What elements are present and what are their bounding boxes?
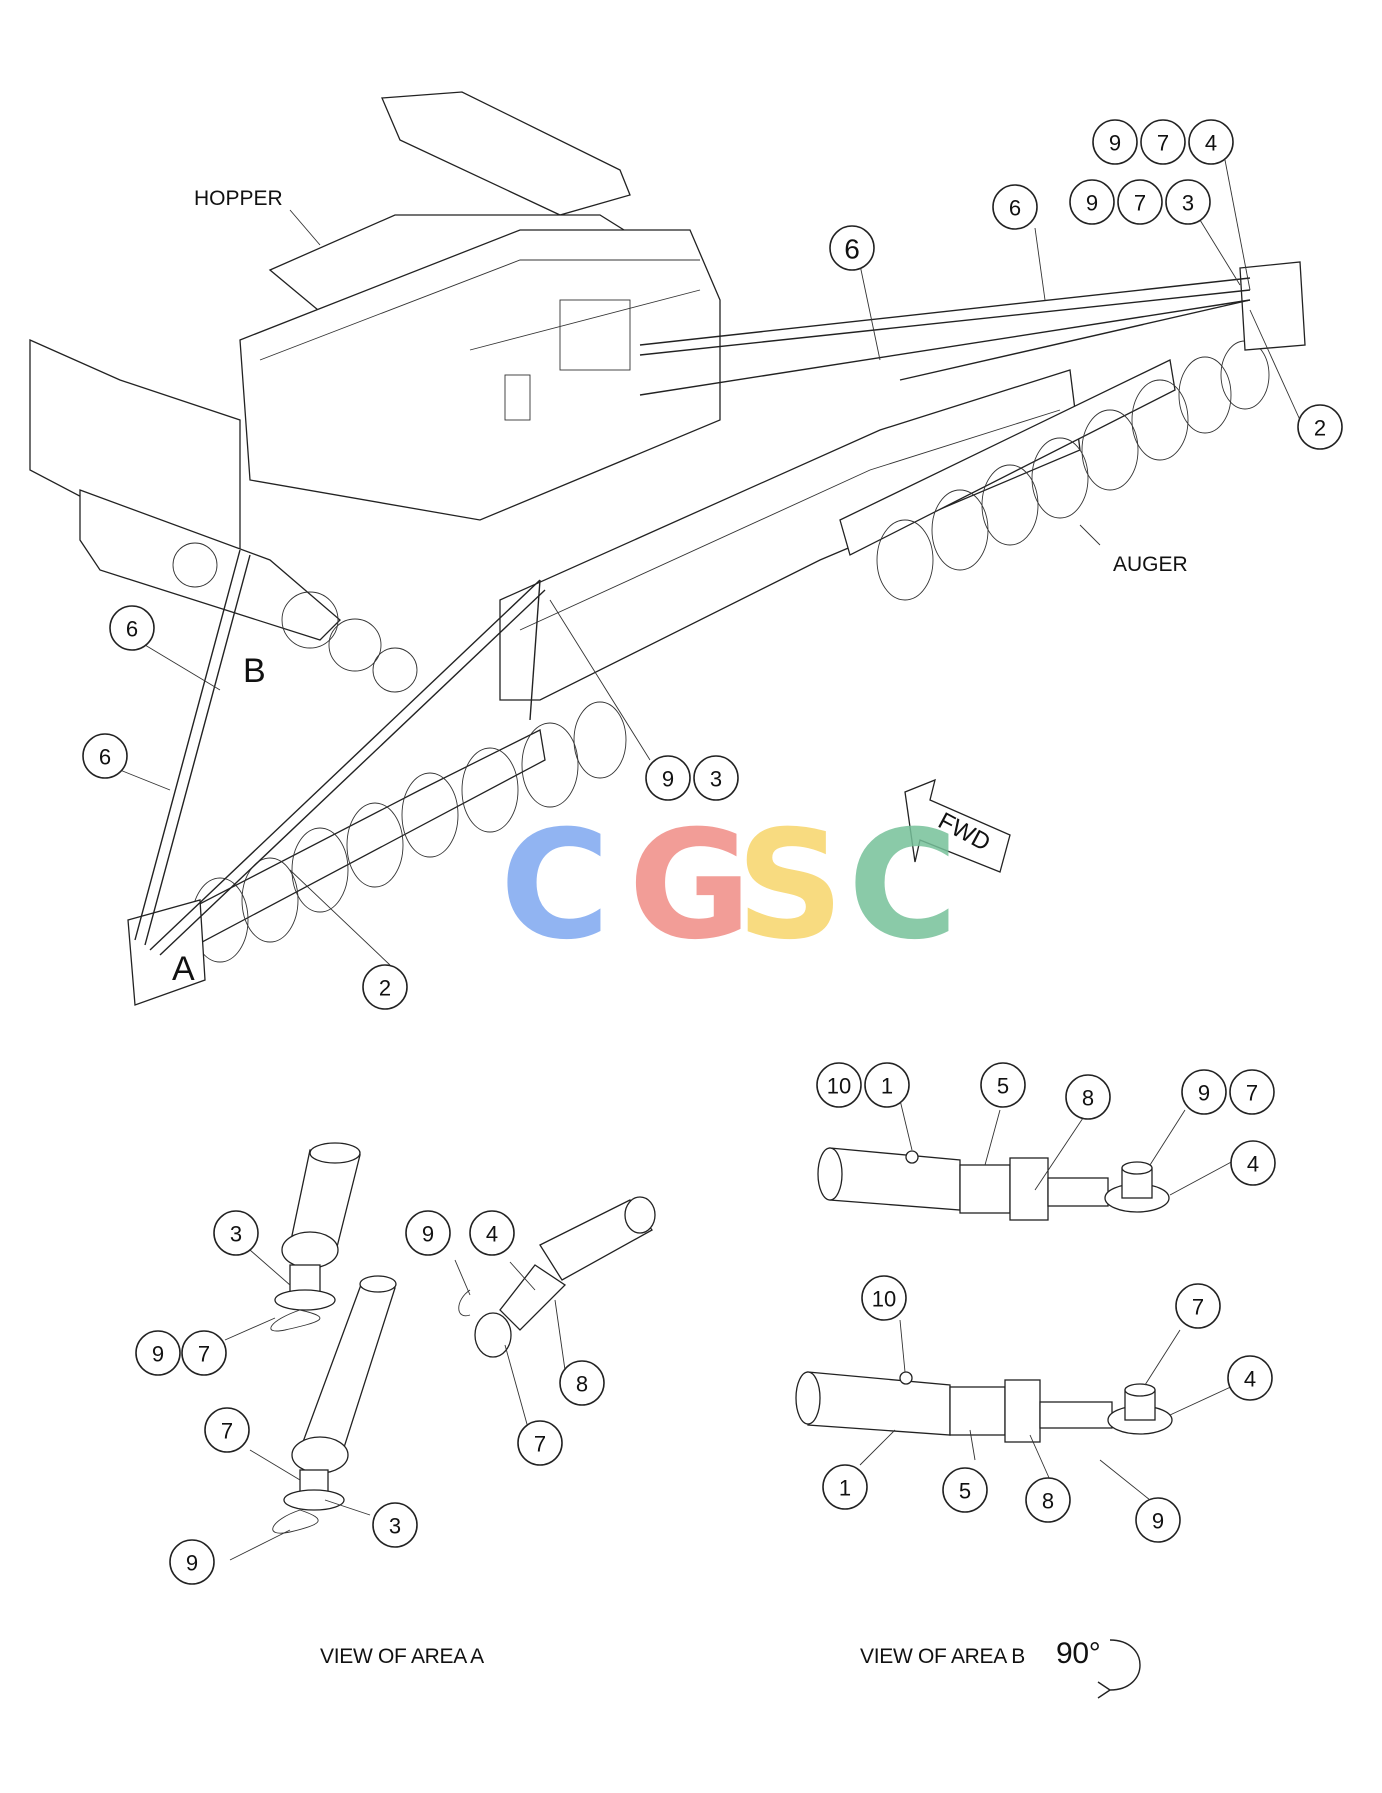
callout-circle [1140, 119, 1186, 165]
callout-number-view-b-bottom: 4 [1244, 1367, 1256, 1392]
callout-number-main: 2 [379, 976, 391, 1001]
callout-circle [82, 733, 128, 779]
callout-number-main: 9 [1109, 131, 1121, 156]
callout-bubbles: 9 7 4 9 7 3 6 6 2 6 6 9 3 2 3 9 7 9 4 8 7 7 3 9 10 1 5 8 9 7 4 10 7 4 1 5 8 9 [82, 119, 1343, 1585]
callout-number-main: 6 [844, 234, 860, 265]
callout-number-main: 9 [1086, 191, 1098, 216]
callout-circle [1135, 1497, 1181, 1543]
callout-circle [829, 225, 875, 271]
view-b-drawing [795, 1147, 1173, 1699]
callout-number-main: 6 [99, 745, 111, 770]
callout-circle [1117, 179, 1163, 225]
watermark-letter-g: G [628, 799, 751, 973]
callout-circle [405, 1210, 451, 1256]
callout-circle [135, 1330, 181, 1376]
watermark-letter-c2: C [848, 799, 958, 973]
callout-number-main: 3 [1182, 191, 1194, 216]
watermark-letter-s: S [736, 799, 844, 973]
watermark-letter-c1: C [500, 799, 610, 973]
area-a-label: A [172, 950, 195, 988]
callout-circle [362, 964, 408, 1010]
auger-label: AUGER [1113, 553, 1188, 576]
area-b-label: B [243, 652, 266, 690]
callout-number-main: 2 [1314, 416, 1326, 441]
callout-circle [1297, 404, 1343, 450]
callout-circle [861, 1275, 907, 1321]
callout-number-view-b-bottom: 5 [959, 1479, 971, 1504]
callout-circle [213, 1210, 259, 1256]
rotation-caption: 90° [1056, 1637, 1101, 1670]
callout-circle [1025, 1477, 1071, 1523]
callout-number-view-b-bottom: 1 [839, 1476, 851, 1501]
callout-circle [1065, 1074, 1111, 1120]
callout-number-view-b-bottom: 7 [1192, 1295, 1204, 1320]
machine-assembly: FWD [29, 91, 1306, 1006]
rotate-arrow-icon [1097, 1639, 1141, 1699]
callout-circle [864, 1062, 910, 1108]
callout-number-main: 7 [1134, 191, 1146, 216]
callout-circle [181, 1330, 227, 1376]
callout-number-view-b-bottom: 10 [872, 1287, 896, 1312]
callout-number-view-b-top: 9 [1198, 1081, 1210, 1106]
callout-circle [1165, 179, 1211, 225]
callout-circle [1227, 1355, 1273, 1401]
callout-circle [1230, 1140, 1276, 1186]
hopper-label: HOPPER [194, 187, 283, 210]
callout-number-view-a: 7 [534, 1432, 546, 1457]
callout-circle [1229, 1069, 1275, 1115]
callout-circle [517, 1420, 563, 1466]
callout-number-view-a: 9 [152, 1342, 164, 1367]
callout-number-view-b-top: 7 [1246, 1081, 1258, 1106]
callout-number-view-a: 4 [486, 1222, 498, 1247]
callout-number-main: 4 [1205, 131, 1217, 156]
callout-circle [1181, 1069, 1227, 1115]
callout-number-view-b-top: 5 [997, 1074, 1009, 1099]
callout-circle [980, 1062, 1026, 1108]
callout-number-view-b-bottom: 8 [1042, 1489, 1054, 1514]
callout-number-view-a: 9 [422, 1222, 434, 1247]
callout-number-view-b-top: 10 [827, 1074, 851, 1099]
callout-number-view-a: 3 [389, 1514, 401, 1539]
callout-number-view-a: 7 [198, 1342, 210, 1367]
callout-circle [816, 1062, 862, 1108]
callout-number-main: 9 [662, 767, 674, 792]
callout-number-main: 7 [1157, 131, 1169, 156]
callout-circle [372, 1502, 418, 1548]
callout-number-view-b-top: 1 [881, 1074, 893, 1099]
callout-circle [942, 1467, 988, 1513]
callout-circle [1175, 1283, 1221, 1329]
callout-circle [822, 1464, 868, 1510]
fwd-arrow-icon: FWD [904, 778, 1011, 873]
view-a-drawing [270, 1142, 656, 1534]
callout-number-view-a: 9 [186, 1551, 198, 1576]
callout-leaders [119, 159, 1301, 1561]
callout-circle [992, 184, 1038, 230]
callout-circle [204, 1407, 250, 1453]
callout-circle [109, 605, 155, 651]
callout-circle [1188, 119, 1234, 165]
view-b-caption: VIEW OF AREA B [860, 1645, 1026, 1668]
watermark-logo: C G S C [500, 799, 958, 973]
view-a-caption: VIEW OF AREA A [320, 1645, 484, 1668]
callout-circle [1069, 179, 1115, 225]
callout-circle [169, 1539, 215, 1585]
callout-number-view-a: 3 [230, 1222, 242, 1247]
callout-number-main: 6 [126, 617, 138, 642]
callout-number-view-b-bottom: 9 [1152, 1509, 1164, 1534]
callout-number-view-b-top: 4 [1247, 1152, 1259, 1177]
callout-number-main: 3 [710, 767, 722, 792]
callout-circle [645, 755, 691, 801]
callout-circle [693, 755, 739, 801]
callout-circle [469, 1210, 515, 1256]
callout-circle [1092, 119, 1138, 165]
callout-number-view-a: 7 [221, 1419, 233, 1444]
callout-number-main: 6 [1009, 196, 1021, 221]
callout-circle [559, 1360, 605, 1406]
callout-number-view-a: 8 [576, 1372, 588, 1397]
callout-number-view-b-top: 8 [1082, 1086, 1094, 1111]
